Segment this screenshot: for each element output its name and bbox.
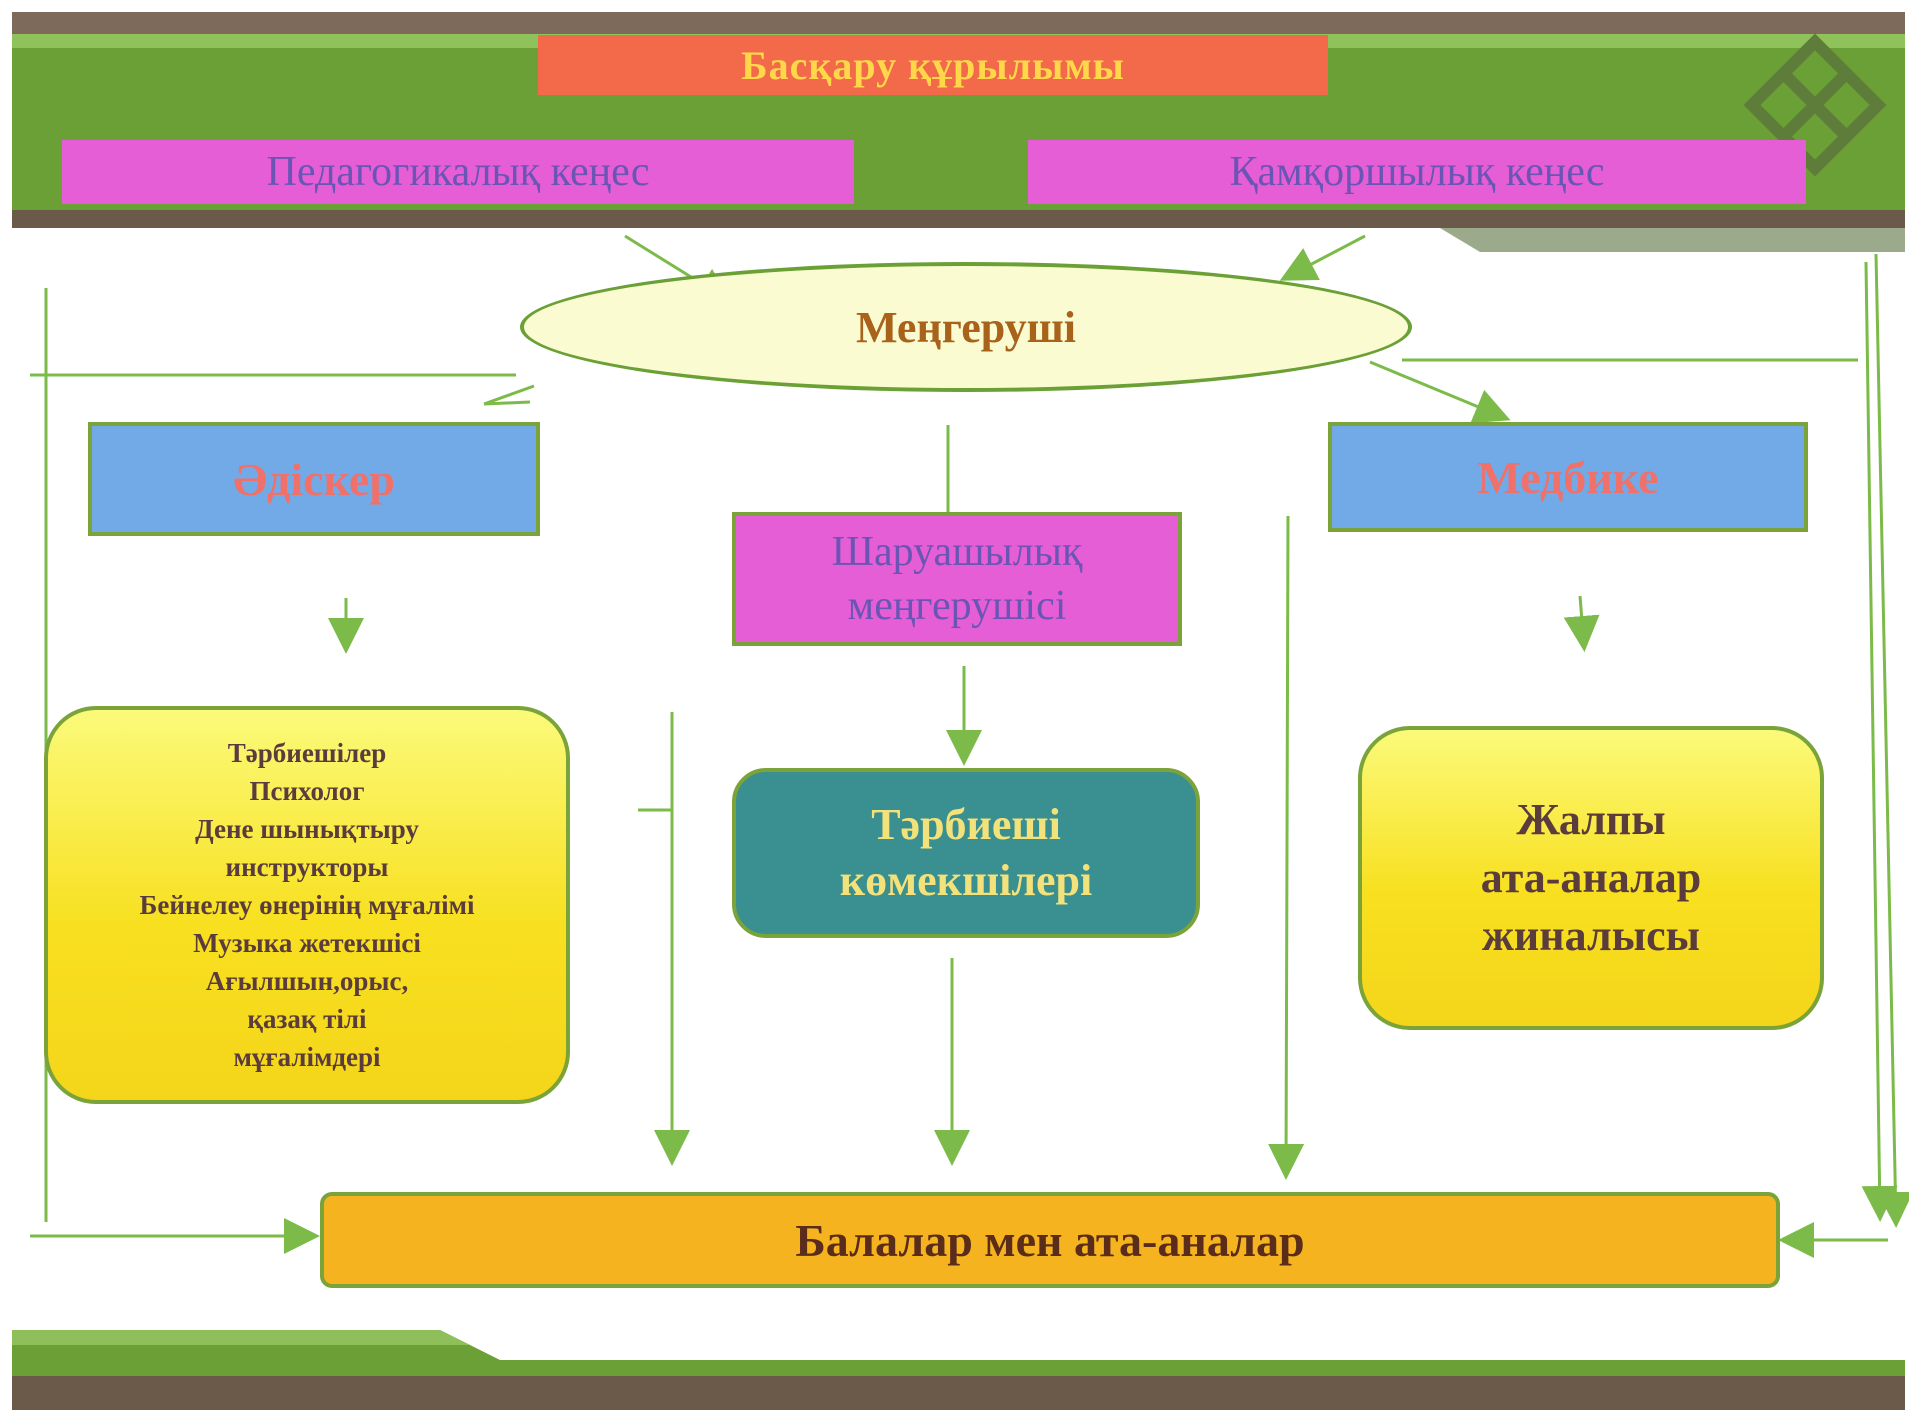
economic-manager-line-1: Шаруашылық xyxy=(831,529,1083,575)
staff-line: Психолог xyxy=(249,776,365,806)
parents-meeting-line-3: жиналысы xyxy=(1482,911,1700,960)
children-and-parents-box: Балалар мен ата-аналар xyxy=(320,1192,1780,1288)
nurse-box: Медбике xyxy=(1328,422,1808,532)
assistants-line-2: көмекшілері xyxy=(839,856,1093,905)
parents-meeting-line-1: Жалпы xyxy=(1516,795,1666,844)
economic-manager-line-2: меңгерушісі xyxy=(847,583,1067,629)
staff-line: Тәрбиешілер xyxy=(227,738,387,768)
head-manager-ellipse: Меңгеруші xyxy=(520,262,1412,392)
economic-manager-box: Шаруашылық меңгерушісі xyxy=(732,512,1182,646)
methodist-box: Әдіскер xyxy=(88,422,540,536)
diamond-knot-logo xyxy=(1743,33,1887,177)
staff-line: Дене шынықтыру xyxy=(195,814,419,844)
staff-line: Музыка жетекшісі xyxy=(193,928,421,958)
teacher-assistants-box: Тәрбиеші көмекшілері xyxy=(732,768,1200,938)
staff-line: Ағылшын,орыс, xyxy=(205,966,409,996)
pedagogical-council-box: Педагогикалық кеңес xyxy=(62,140,854,204)
staff-line: Бейнелеу өнерінің мұғалімі xyxy=(139,890,475,920)
staff-line: қазақ тілі xyxy=(247,1004,367,1034)
staff-line: мұғалімдері xyxy=(233,1042,381,1072)
title-box: Басқару құрылымы xyxy=(538,35,1328,95)
staff-list-box: Тәрбиешілер Психолог Дене шынықтыру инст… xyxy=(44,706,570,1104)
board-of-trustees-box: Қамқоршылық кеңес xyxy=(1028,140,1806,204)
assistants-line-1: Тәрбиеші xyxy=(871,800,1061,849)
parents-meeting-line-2: ата-аналар xyxy=(1480,853,1702,902)
parents-meeting-box: Жалпы ата-аналар жиналысы xyxy=(1358,726,1824,1030)
staff-line: инструкторы xyxy=(225,852,389,882)
